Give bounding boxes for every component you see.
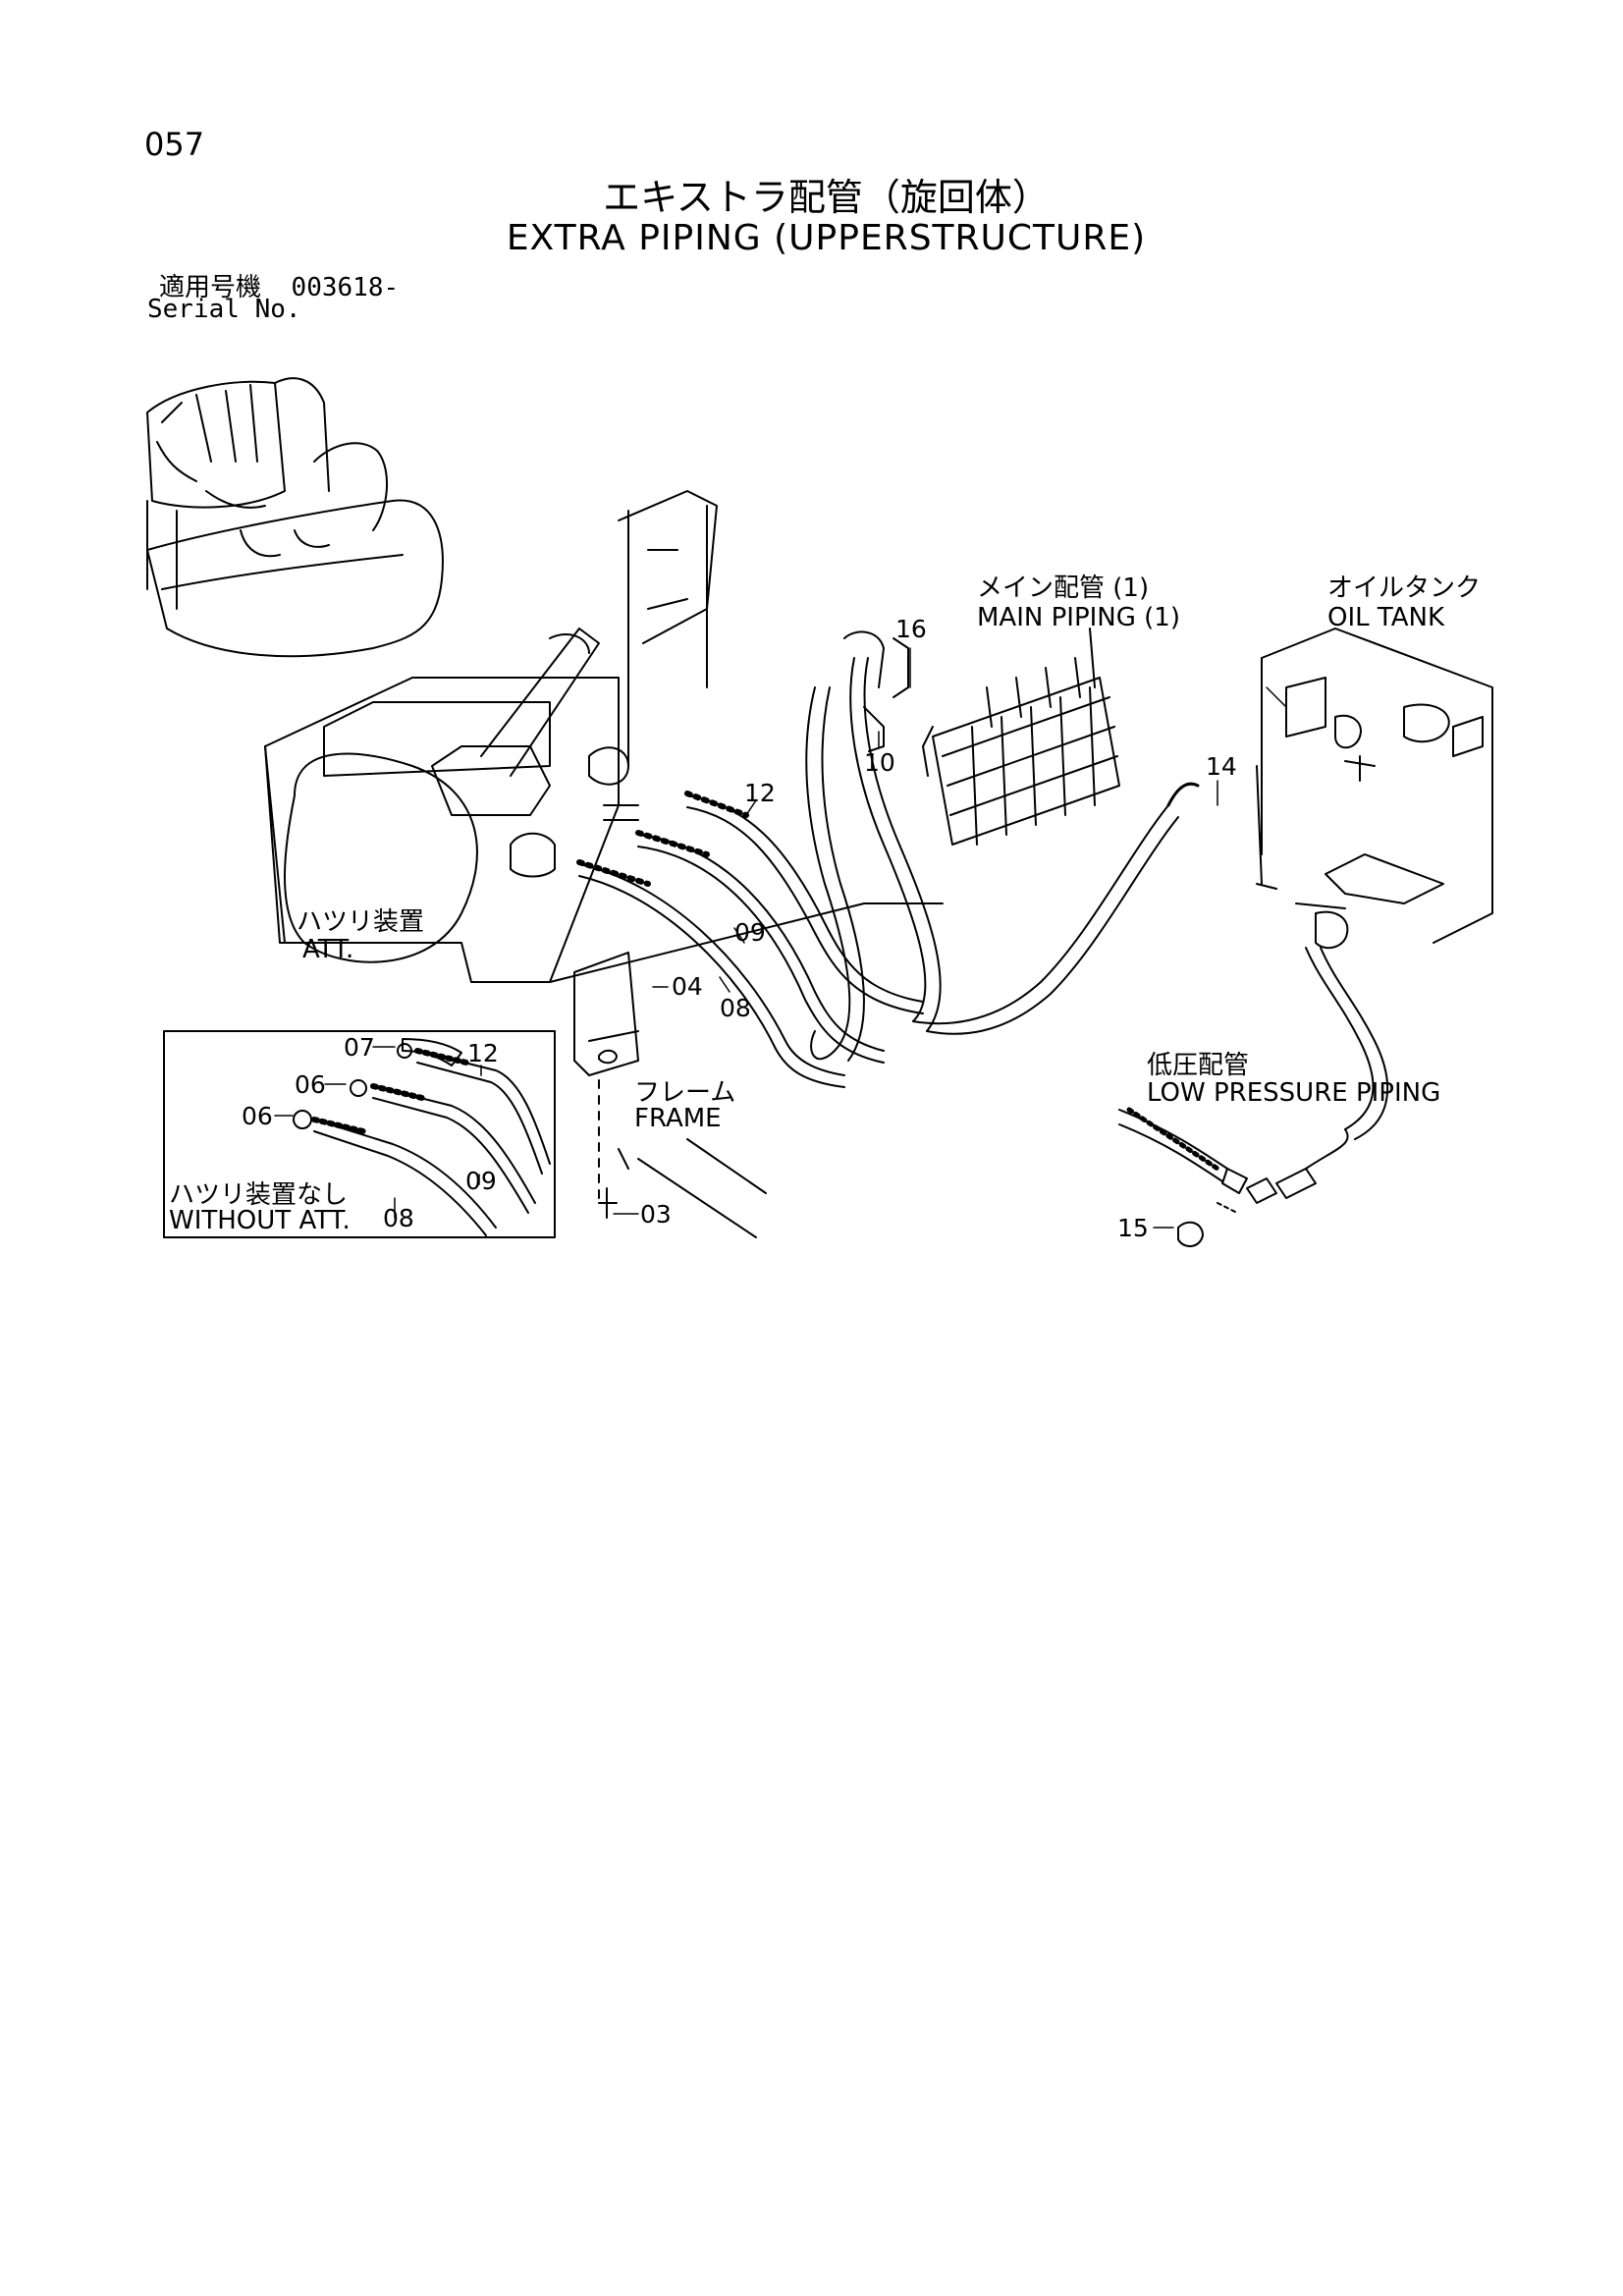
- att-label-japanese: ハツリ装置: [297, 907, 425, 937]
- frame-label-japanese: フレーム: [634, 1078, 736, 1108]
- oil-tank-label-japanese: オイルタンク: [1327, 574, 1482, 603]
- page-title-japanese: エキストラ配管（旋回体）: [603, 176, 1050, 219]
- serial-line: 適用号機 003618-: [159, 267, 399, 303]
- frame-label-english: FRAME: [634, 1104, 722, 1133]
- without-att-label-japanese: ハツリ装置なし: [169, 1180, 349, 1210]
- part-number-08: 08: [720, 994, 751, 1022]
- serial-label-english: Serial No.: [147, 295, 301, 324]
- part-number-15: 15: [1117, 1214, 1149, 1242]
- inset-part-number-12: 12: [467, 1039, 499, 1067]
- part-number-03: 03: [640, 1200, 672, 1229]
- low-pressure-piping-illustration: [1118, 1107, 1349, 1247]
- operator-seat-illustration: [146, 377, 444, 658]
- page-title-english: EXTRA PIPING (UPPERSTRUCTURE): [506, 218, 1147, 258]
- without-att-label-english: WITHOUT ATT.: [169, 1206, 351, 1235]
- oil-tank-illustration: [1256, 628, 1493, 1140]
- inset-part-number-09: 09: [465, 1167, 497, 1195]
- inset-part-number-07: 07: [344, 1033, 375, 1062]
- part-number-14: 14: [1206, 752, 1237, 781]
- part-number-10: 10: [864, 748, 895, 777]
- low-pressure-label-english: LOW PRESSURE PIPING: [1147, 1078, 1441, 1108]
- leader-lines: [274, 647, 1287, 1229]
- inset-hoses-illustration: [293, 1038, 551, 1236]
- inset-part-number-06-lower: 06: [242, 1102, 273, 1130]
- att-label-english: ATT.: [302, 935, 354, 964]
- oil-tank-label-english: OIL TANK: [1327, 603, 1445, 632]
- page-number: 057: [144, 126, 205, 163]
- without-att-inset-frame: [163, 1030, 556, 1238]
- part-number-04: 04: [672, 972, 703, 1001]
- part-number-09: 09: [734, 918, 766, 947]
- main-control-valve-illustration: [843, 628, 1120, 846]
- inset-part-number-08: 08: [383, 1204, 414, 1232]
- serial-value: 003618-: [291, 273, 400, 302]
- hose-assemblies: [576, 657, 1200, 1088]
- serial-label-japanese: 適用号機: [159, 273, 262, 302]
- upperstructure-frame-illustration: [264, 490, 944, 983]
- part-number-12: 12: [744, 779, 776, 807]
- inset-part-number-06-upper: 06: [295, 1070, 326, 1099]
- part-number-16: 16: [895, 615, 927, 643]
- main-piping-label-japanese: メイン配管 (1): [977, 574, 1150, 603]
- low-pressure-label-japanese: 低圧配管: [1147, 1051, 1250, 1080]
- frame-bracket-illustration: [573, 952, 767, 1238]
- main-piping-label-english: MAIN PIPING (1): [977, 603, 1180, 632]
